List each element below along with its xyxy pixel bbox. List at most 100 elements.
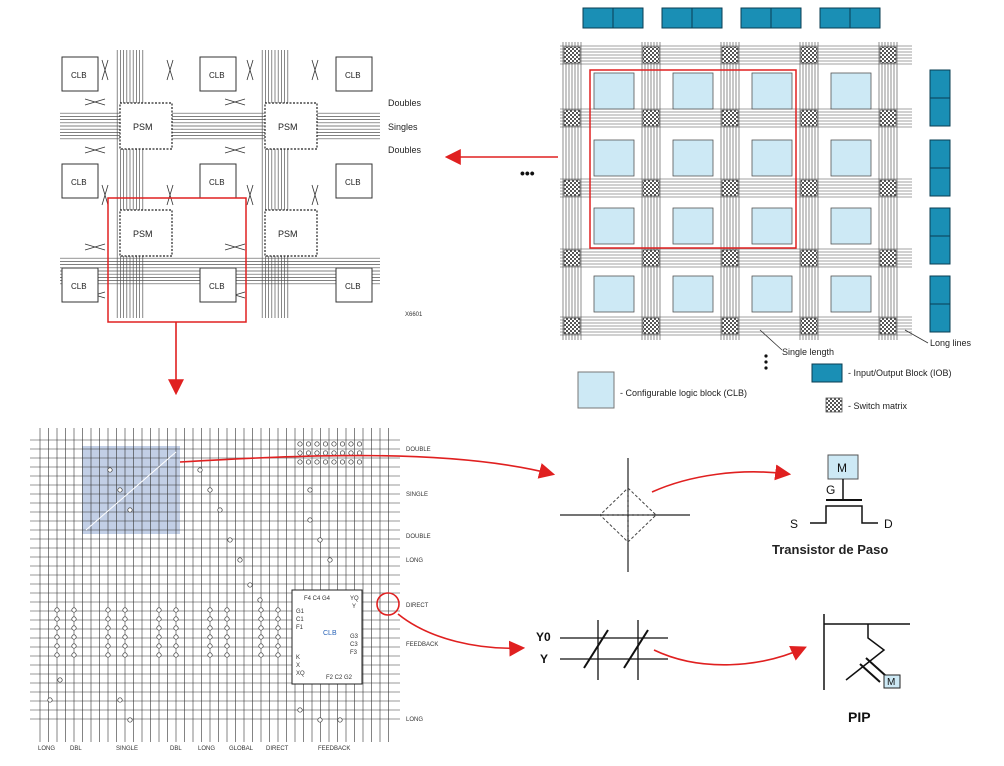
psm-highlight-box <box>107 197 247 323</box>
doubles-bottom-label: Doubles <box>388 145 422 155</box>
clb-block <box>199 163 237 199</box>
array-clb <box>830 72 872 110</box>
iob-block <box>929 207 951 237</box>
clb-label: CLB <box>345 282 361 291</box>
pip-dot <box>173 625 179 631</box>
iob-block <box>929 275 951 305</box>
detail-label-double-top: DOUBLE <box>406 447 431 453</box>
pip-dot <box>297 441 303 447</box>
direct-highlight-circle <box>376 592 400 616</box>
pip-dot <box>122 634 128 640</box>
detail-label-long-bottom: LONG <box>406 717 423 723</box>
pip-dot <box>258 616 264 622</box>
iob-block <box>612 7 644 29</box>
pip-dot <box>54 652 60 658</box>
detail-bottom-global: GLOBAL <box>229 746 254 752</box>
pass-transistor-d-label: D <box>884 517 893 531</box>
pip-dot <box>317 537 323 543</box>
pip-dot <box>224 616 230 622</box>
pip-diagram <box>823 614 910 690</box>
double-crossover <box>224 243 246 251</box>
switch-matrix <box>642 109 660 127</box>
array-clb <box>672 139 714 177</box>
array-clb <box>751 207 793 245</box>
pip-dot <box>322 441 329 447</box>
clb-pin-g1: G1 <box>296 609 305 615</box>
switch-matrix <box>800 179 818 197</box>
pip-dot <box>71 643 77 649</box>
iob-block <box>582 7 614 29</box>
switch-matrix <box>879 46 897 64</box>
pip-dot <box>156 643 162 649</box>
switch-matrix <box>642 46 660 64</box>
double-crossover <box>224 98 246 106</box>
pip-dot <box>117 487 123 493</box>
pip-dot <box>122 625 128 631</box>
pip-dot <box>337 717 343 723</box>
clb-label: CLB <box>345 71 361 80</box>
detail-clb-label: CLB <box>323 630 337 637</box>
pip-dot <box>314 450 320 456</box>
single-length-leader <box>759 329 783 351</box>
pip-dot <box>207 607 213 613</box>
pip-dot <box>227 537 233 543</box>
pip-dot <box>275 607 281 613</box>
pip-dot <box>327 557 333 563</box>
clb-label: CLB <box>345 178 361 187</box>
pip-dot <box>105 625 111 631</box>
pip-dot <box>258 652 264 658</box>
array-clb <box>593 207 635 245</box>
switch-matrix <box>563 46 581 64</box>
detail-clb-bottom-pins: F2 C2 G2 <box>326 675 353 681</box>
double-crossover <box>311 59 319 81</box>
iob-block <box>929 97 951 127</box>
pip-dot <box>275 643 281 649</box>
pip-dot <box>207 487 213 493</box>
pip-dot <box>207 625 213 631</box>
pip-dot <box>156 634 162 640</box>
switch-matrix <box>642 249 660 267</box>
pip-dot <box>54 634 60 640</box>
pip-dot <box>331 459 337 465</box>
detail-bottom-feedback: FEEDBACK <box>318 746 350 752</box>
psm-label: PSM <box>133 229 153 239</box>
switch-matrix <box>800 317 818 335</box>
detail-routing-panel <box>30 428 400 742</box>
pip-dot <box>107 467 113 473</box>
pip-dot <box>258 634 264 640</box>
pip-dot <box>71 634 77 640</box>
double-crossover <box>101 184 109 206</box>
pip-dot <box>237 557 243 563</box>
doubles-top-label: Doubles <box>388 98 422 108</box>
single-length-label: Single length <box>782 347 834 357</box>
array-clb <box>751 275 793 313</box>
double-crossover <box>246 184 254 206</box>
double-crossover <box>101 59 109 81</box>
clb-block <box>199 56 237 92</box>
pip-dot <box>275 625 281 631</box>
psm-block <box>119 209 173 257</box>
pip-dot <box>71 616 77 622</box>
detail-bottom-long-1: LONG <box>38 746 55 752</box>
iob-block <box>929 303 951 333</box>
clb-pin-c1: C1 <box>296 617 304 623</box>
clb-block <box>61 267 99 303</box>
clb-pin-c3: C3 <box>350 642 358 648</box>
pip-dot <box>173 607 179 613</box>
detail-bottom-dbl-1: DBL <box>70 746 82 752</box>
pip-dot <box>307 487 313 493</box>
clb-pin-f1: F1 <box>296 625 304 631</box>
iob-block <box>661 7 693 29</box>
array-clb <box>751 139 793 177</box>
pass-transistor-title: Transistor de Paso <box>772 542 888 557</box>
pip-dot <box>224 607 230 613</box>
pip-dot <box>356 459 363 465</box>
pip-dot <box>127 717 133 723</box>
detail-label-feedback: FEEDBACK <box>406 642 438 648</box>
pip-dot <box>57 677 63 683</box>
double-crossover <box>166 59 174 81</box>
diagonal-connection <box>85 451 177 531</box>
clb-label: CLB <box>209 178 225 187</box>
switch-matrix <box>642 317 660 335</box>
legend-clb-label: - Configurable logic block (CLB) <box>620 388 747 398</box>
